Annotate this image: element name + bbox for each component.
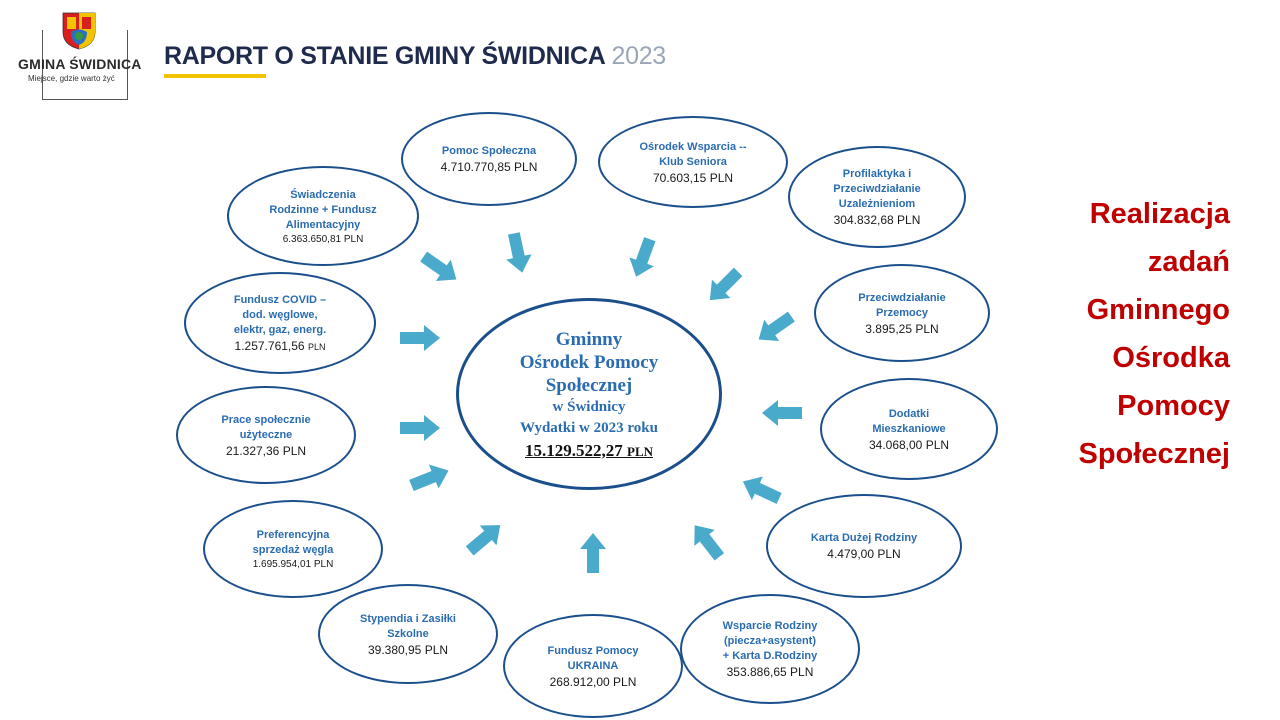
logo-name: GMINA ŚWIDNICA [18,56,142,72]
side-text-line: zadań [1147,246,1230,278]
node-label: Przeciwdziałanie Przemocy [858,291,946,319]
node-value-unit: PLN [307,342,326,352]
title-underline [164,74,266,78]
arrow-to-center-8 [465,525,501,556]
center-node-gops: Gminny Ośrodek Pomocy Społecznej w Świdn… [456,298,722,490]
center-total-unit: PLN [627,443,653,459]
node-label: Stypendia i Zasiłki Szkolne [360,612,456,640]
node-dodatki-mieszkaniowe: Dodatki Mieszkaniowe 34.068,00 PLN [820,378,998,480]
side-text-line: Gminnego [1086,294,1230,326]
node-label: Fundusz Pomocy UKRAINA [547,644,639,672]
node-value: 70.603,15 PLN [652,170,734,185]
node-value: 34.068,00 PLN [868,437,950,452]
node-profilaktyka: Profilaktyka i Przeciwdziałanie Uzależni… [788,146,966,248]
node-stypendia-zasilki: Stypendia i Zasiłki Szkolne 39.380,95 PL… [318,584,498,684]
arrow-to-center-3 [758,311,795,341]
node-value: 6.363.650,81 PLN [282,233,364,245]
center-line-2: Ośrodek Pomocy [519,351,659,373]
side-text-line: Pomocy [1117,390,1230,422]
node-label: Dodatki Mieszkaniowe [872,407,946,435]
gmina-logo: GMINA ŚWIDNICA Miejsce, gdzie warto żyć [18,10,146,100]
arrow-to-center-6 [694,525,725,561]
node-value: 39.380,95 PLN [367,642,449,657]
side-text: Realizacja zadań Gminnego Ośrodka Pomocy… [1079,190,1231,478]
node-value: 3.895,25 PLN [865,321,939,336]
node-przeciwdzialanie-przemocy: Przeciwdziałanie Przemocy 3.895,25 PLN [814,264,990,362]
arrow-to-center-5 [742,476,782,504]
side-text-line: Realizacja [1089,198,1230,230]
node-value: 21.327,36 PLN [225,443,307,458]
arrow-to-center-11 [400,325,440,351]
arrow-to-center-7 [580,533,606,573]
arrow-to-center-2 [709,267,743,301]
node-value-amount: 1.257.761,56 [234,339,305,353]
node-value: 4.710.770,85 PLN [440,160,538,174]
node-fundusz-covid: Fundusz COVID – dod. węglowe, elektr, ga… [184,272,376,374]
center-line-4: w Świdnicy [552,398,626,415]
node-value: 304.832,68 PLN [833,213,921,227]
node-label: Prace społecznie użyteczne [221,413,311,441]
arrow-to-center-9 [409,464,449,492]
logo-frame [42,30,128,100]
node-label: Profilaktyka i Przeciwdziałanie Uzależni… [833,168,921,210]
center-line-1: Gminny [555,328,623,350]
node-osrodek-wsparcia: Ośrodek Wsparcia -- Klub Seniora 70.603,… [598,116,788,208]
center-total-value: 15.129.522,27 [525,440,623,460]
arrow-to-center-0 [506,232,532,273]
side-text-line: Społecznej [1078,438,1231,470]
node-label: Ośrodek Wsparcia -- Klub Seniora [639,140,747,168]
node-wsparcie-rodziny: Wsparcie Rodziny (piecza+asystent) + Kar… [680,594,860,704]
node-value: 1.695.954,01 PLN [252,559,334,570]
arrow-to-center-12 [420,251,457,281]
node-preferencyjna-sprzedaz-wegla: Preferencyjna sprzedaż węgla 1.695.954,0… [203,500,383,598]
node-value: 1.257.761,56 PLN [235,339,326,353]
report-year: 2023 [611,42,666,70]
node-value: 4.479,00 PLN [827,547,901,561]
arrow-to-center-1 [629,237,656,277]
arrow-to-center-4 [762,400,802,426]
node-pomoc-spoleczna: Pomoc Społeczna 4.710.770,85 PLN [401,112,577,206]
node-label: Świadczenia Rodzinne + Fundusz Alimentac… [269,188,377,231]
node-swiadczenia-rodzinne: Świadczenia Rodzinne + Fundusz Alimentac… [227,166,419,266]
node-prace-spolecznie-uzyteczne: Prace społecznie użyteczne 21.327,36 PLN [176,386,356,484]
logo-motto: Miejsce, gdzie warto żyć [28,74,115,83]
node-value: 268.912,00 PLN [549,674,637,689]
center-line-3: Społecznej [545,374,633,396]
coat-of-arms-icon [62,12,96,50]
center-total: 15.129.522,27 PLN [525,441,653,461]
arrow-to-center-10 [400,415,440,441]
node-value: 353.886,65 PLN [726,665,814,679]
node-label: Preferencyjna sprzedaż węgla [252,529,334,556]
node-label: Pomoc Społeczna [441,145,537,157]
node-label: Karta Dużej Rodziny [810,532,918,544]
node-label: Fundusz COVID – dod. węglowe, elektr, ga… [233,294,327,336]
node-karta-duzej-rodziny: Karta Dużej Rodziny 4.479,00 PLN [766,494,962,598]
center-line-5: Wydatki w 2023 roku [520,419,658,436]
report-title-text: RAPORT O STANIE GMINY ŚWIDNICA [164,42,606,70]
node-fundusz-ukraina: Fundusz Pomocy UKRAINA 268.912,00 PLN [503,614,683,718]
node-label: Wsparcie Rodziny (piecza+asystent) + Kar… [722,620,818,662]
side-text-line: Ośrodka [1112,342,1230,374]
